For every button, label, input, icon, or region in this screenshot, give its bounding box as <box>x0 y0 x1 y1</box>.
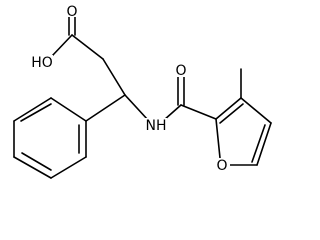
bond-phenyl-inner-2 <box>21 152 52 171</box>
furan-oxygen-label: O <box>216 158 227 174</box>
bond-furan-c4-c5 <box>256 122 272 166</box>
bond-furan-c2-c3 <box>215 97 242 120</box>
bond-furan-o-c2 <box>215 118 221 159</box>
bond-amide-c-furan <box>180 104 217 120</box>
bond-phenyl-2 <box>50 156 87 179</box>
bond-phenyl-5 <box>13 97 52 122</box>
bond-acid-c-oh <box>51 34 73 57</box>
amine-nh-label: NH <box>146 118 167 134</box>
carbonyl-oxygen-label: O <box>66 4 77 20</box>
bond-ch-phenyl <box>85 94 126 122</box>
bond-phenyl-3 <box>13 156 52 179</box>
bond-furan-c2-c3-inner <box>219 103 244 124</box>
atom-labels: O HO O NH O <box>31 4 230 174</box>
bond-phenyl-inner-3 <box>20 103 52 122</box>
chemical-structure-diagram: O HO O NH O <box>13 4 272 179</box>
bond-ch2-ch <box>102 58 126 96</box>
bond-nh-amide-c <box>163 104 182 121</box>
bond-furan-c3-c4 <box>240 97 272 124</box>
bond-furan-c4-c5-inner <box>251 124 266 163</box>
amide-oxygen-label: O <box>175 63 186 79</box>
bond-acid-c-ch2 <box>71 34 104 60</box>
bonds <box>13 10 272 179</box>
bond-phenyl-6 <box>50 97 87 122</box>
hydroxyl-label: HO <box>31 55 53 71</box>
bond-ch-nh <box>124 94 149 121</box>
